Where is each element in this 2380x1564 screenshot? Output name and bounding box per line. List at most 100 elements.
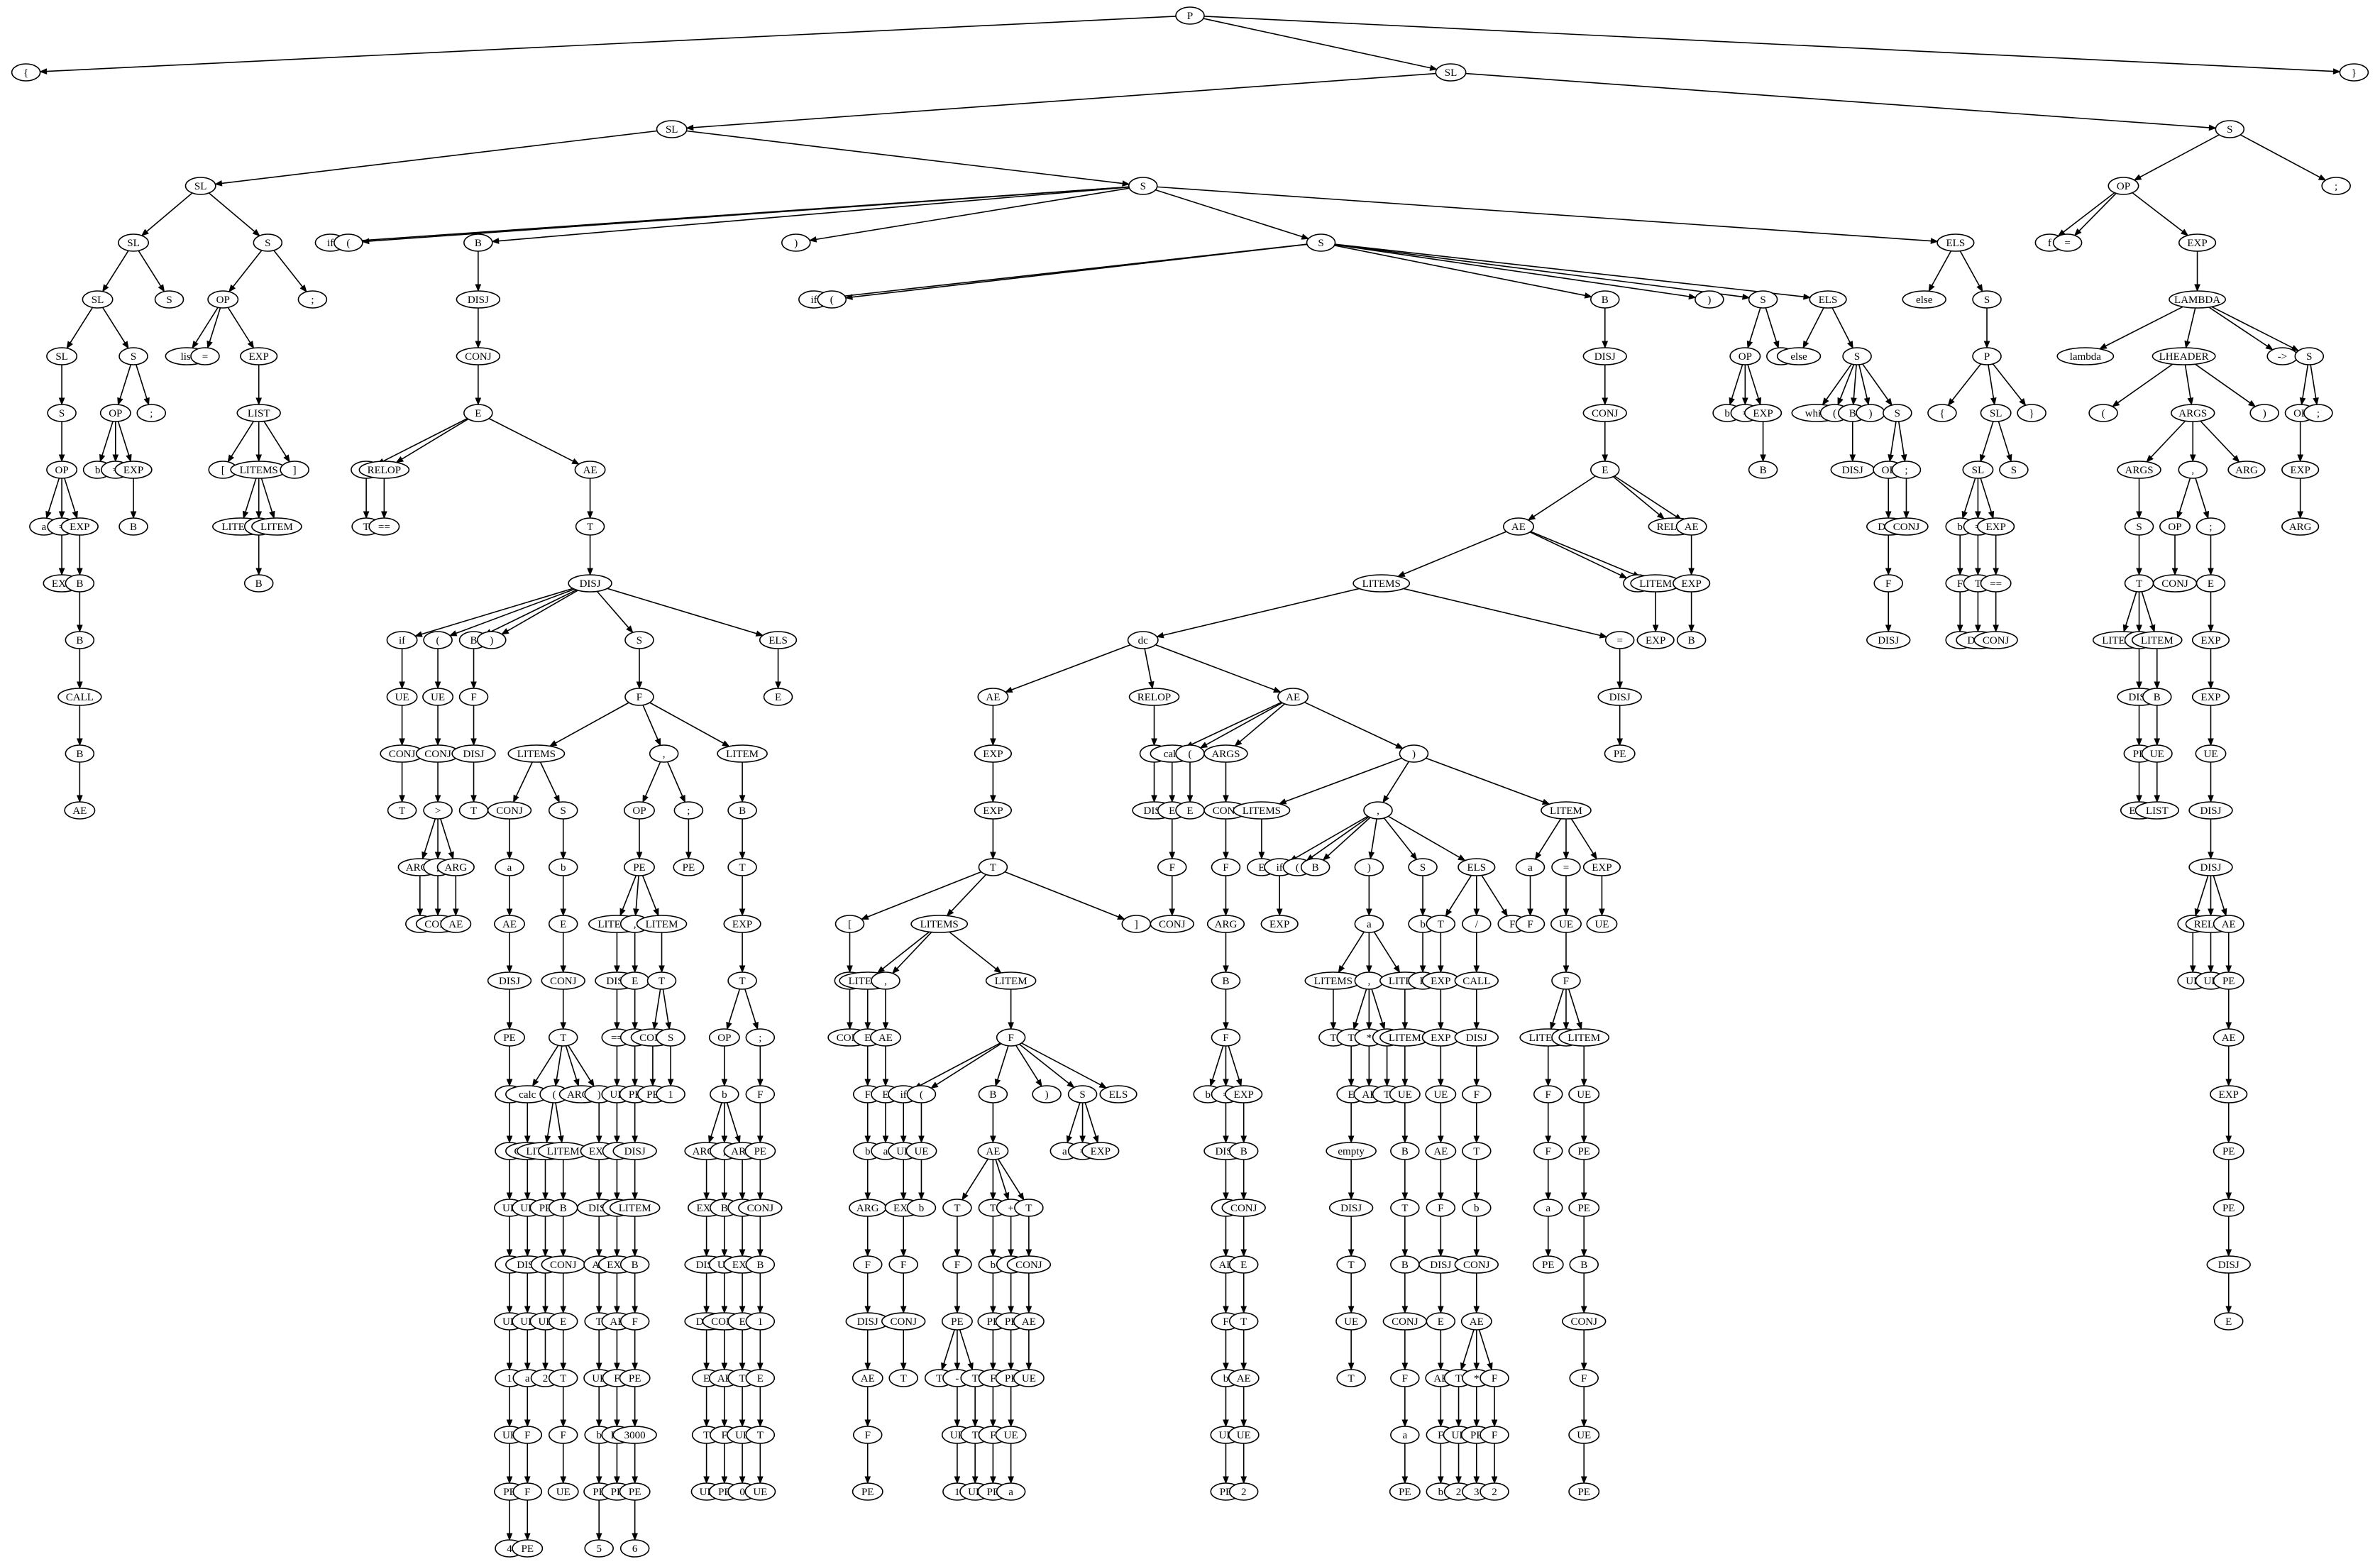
tree-node: F: [1211, 1028, 1241, 1047]
edge-arrowhead: [2318, 174, 2327, 181]
node-ellipse: [568, 574, 612, 593]
tree-node: UE: [2141, 744, 2173, 763]
node-label: ,: [1367, 976, 1370, 987]
edge-arrowhead: [1563, 965, 1570, 974]
node-ellipse: [1962, 461, 1994, 479]
node-label: F: [614, 1373, 619, 1384]
edge-arrowhead: [1348, 1079, 1355, 1087]
tree-node: ELS: [1099, 1085, 1137, 1103]
node-ellipse: [118, 233, 150, 252]
tree-edge: [1998, 421, 2010, 456]
node-ellipse: [1206, 915, 1245, 933]
node-label: T: [936, 1373, 942, 1384]
node-label: CONJ: [1159, 919, 1186, 930]
edge-arrowhead: [1803, 293, 1812, 300]
node-ellipse: [2195, 744, 2227, 763]
node-ellipse: [1590, 461, 1620, 479]
edge-arrowhead: [2225, 1249, 2232, 1257]
node-label: T: [1401, 1203, 1408, 1214]
node-ellipse: [1435, 63, 1467, 82]
tree-edge: [1747, 364, 1759, 399]
node-ellipse: [423, 801, 453, 820]
node-ellipse: [1541, 801, 1592, 820]
edge-arrowhead: [1223, 1362, 1229, 1371]
tree-node: B: [243, 574, 274, 593]
edge-arrowhead: [721, 1079, 728, 1087]
node-label: P: [1984, 351, 1990, 363]
node-ellipse: [495, 858, 524, 876]
node-label: F: [561, 1430, 566, 1441]
edge-arrowhead: [1580, 1419, 1587, 1428]
node-label: a: [525, 1373, 530, 1384]
tree-node: EXP: [1421, 1028, 1460, 1047]
edge-arrowhead: [560, 965, 567, 974]
edge-arrowhead: [1563, 852, 1570, 860]
edge-arrowhead: [1401, 1362, 1409, 1371]
node-label: 6: [632, 1543, 638, 1555]
tree-node: B: [1228, 1142, 1259, 1160]
node-label: DISJ: [1466, 1032, 1487, 1044]
edge-arrowhead: [2146, 454, 2154, 463]
edge-arrowhead: [1122, 180, 1130, 187]
tree-node: LITEM: [2131, 631, 2183, 649]
tree-edge: [1304, 701, 1397, 747]
node-label: E: [560, 1316, 566, 1328]
edge-arrowhead: [1393, 964, 1401, 974]
node-label: OP: [2117, 181, 2130, 192]
node-label: B: [721, 1203, 728, 1214]
node-ellipse: [243, 574, 274, 593]
edge-arrowhead: [954, 1419, 961, 1428]
node-label: B: [1580, 1260, 1587, 1271]
node-ellipse: [1157, 858, 1187, 876]
node-ellipse: [65, 744, 95, 763]
tree-node: EXP: [1081, 1142, 1120, 1160]
node-label: b: [596, 1430, 602, 1441]
edge-arrowhead: [632, 1135, 639, 1144]
tree-edge: [1383, 817, 1414, 855]
edge-arrowhead: [1169, 795, 1176, 803]
edge-arrowhead: [1410, 852, 1418, 861]
tree-node: LITEM: [609, 1199, 661, 1217]
edge-arrowhead: [192, 341, 199, 349]
tree-edge: [1155, 189, 1303, 238]
tree-edge: [1015, 1045, 1039, 1081]
node-ellipse: [1748, 290, 1778, 309]
tree-node: ARG: [2281, 517, 2320, 536]
node-ellipse: [512, 1539, 544, 1558]
edge-arrowhead: [1599, 908, 1605, 917]
tree-node: T: [548, 1028, 578, 1047]
node-ellipse: [1228, 1369, 1260, 1387]
node-label: ==: [611, 1032, 623, 1044]
edge-arrowhead: [542, 1362, 549, 1371]
node-label: B: [632, 1260, 639, 1271]
tree-edge: [1951, 363, 1982, 401]
edge-arrowhead: [1186, 795, 1194, 803]
node-ellipse: [1676, 631, 1707, 649]
node-label: T: [739, 862, 745, 874]
tree-node: CONJ: [1562, 1312, 1607, 1331]
edge-arrowhead: [721, 1362, 728, 1371]
node-ellipse: [1426, 1199, 1456, 1217]
edge-arrowhead: [506, 1249, 513, 1257]
edge-arrowhead: [2208, 568, 2214, 576]
edge-arrowhead: [1656, 512, 1665, 519]
node-label: lambda: [2070, 351, 2101, 363]
edge-arrowhead: [1455, 1476, 1462, 1485]
node-label: SL: [666, 124, 678, 136]
node-label: 5: [596, 1543, 602, 1555]
edge-arrowhead: [1199, 742, 1208, 749]
edge-arrowhead: [1366, 1079, 1372, 1087]
tree-node: P: [1972, 347, 2002, 365]
node-ellipse: [745, 1426, 776, 1444]
tree-node: 1: [656, 1085, 685, 1103]
edge-arrowhead: [2194, 284, 2200, 292]
node-ellipse: [781, 233, 811, 252]
node-ellipse: [1006, 1255, 1052, 1274]
tree-edge: [815, 187, 1130, 241]
node-ellipse: [2188, 801, 2233, 820]
node-label: AE: [2222, 919, 2236, 930]
edge-arrowhead: [560, 1249, 567, 1257]
node-label: a: [1528, 862, 1533, 874]
tree-edge: [263, 421, 287, 457]
tree-node: B: [978, 1085, 1008, 1103]
